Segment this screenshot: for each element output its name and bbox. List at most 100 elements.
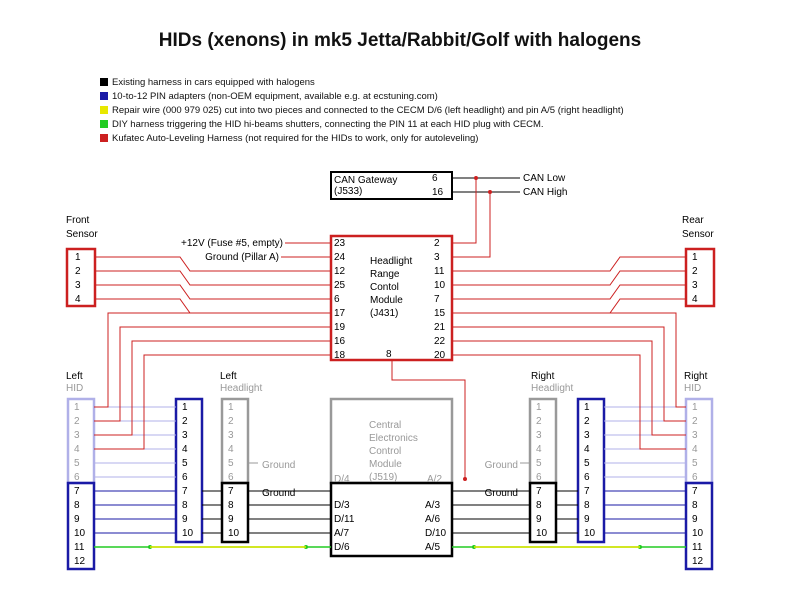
left-adapter-pin: 8 <box>182 500 188 511</box>
cecm-pin-label: D/11 <box>334 514 355 525</box>
legend-text: Existing harness in cars equipped with h… <box>112 77 315 88</box>
right-hid-pin: 1 <box>692 402 698 413</box>
leveling-wire-right <box>452 354 686 450</box>
legend-text: Repair wire (000 979 025) cut into two p… <box>112 105 624 116</box>
can-low-harness-wire <box>452 178 477 244</box>
legend-swatch <box>100 92 108 100</box>
left-headlight-pin: 10 <box>228 528 240 539</box>
front-sensor-box <box>65 247 97 308</box>
cecm-label: (J519) <box>369 472 397 483</box>
left-headlight-pin: 4 <box>228 444 234 455</box>
leveling-wire-left <box>94 340 331 436</box>
right-hid-pin: 10 <box>692 528 704 539</box>
left-hid-pin: 3 <box>74 430 80 441</box>
hrcm-to-cecm-wire <box>391 360 466 479</box>
right-headlight-pin: 6 <box>536 472 542 483</box>
leveling-wire-left <box>94 354 331 450</box>
left-adapter-pin: 1 <box>182 402 188 413</box>
ground-input-label: Ground (Pillar A) <box>205 252 279 263</box>
left-adapter-pin: 10 <box>182 528 194 539</box>
front-sensor-wire <box>95 270 331 286</box>
rear-sensor-pin: 1 <box>692 252 698 263</box>
front-sensor-wire <box>95 284 331 300</box>
left-hid-pin: 11 <box>74 542 85 553</box>
hrcm-pin-label: 20 <box>434 350 446 361</box>
left-adapter-pin: 9 <box>182 514 188 525</box>
hrcm-pin-label: 2 <box>434 238 440 249</box>
right-headlight-pin: 9 <box>536 514 542 525</box>
can-high-harness-wire <box>452 192 491 258</box>
right-adapter-pin: 4 <box>584 444 590 455</box>
left-hid-pin: 5 <box>74 458 80 469</box>
hrcm-pin-label: 7 <box>434 294 440 305</box>
hrcm-pin-label: 10 <box>434 280 446 291</box>
right-adapter-pin: 8 <box>584 500 590 511</box>
cecm-pin-label: D/4 <box>334 474 350 485</box>
hrcm-label: (J431) <box>370 308 398 319</box>
front-sensor-wire <box>95 256 331 272</box>
right-adapter-pin: 1 <box>584 402 590 413</box>
right-hid-connector-top <box>684 397 714 485</box>
rear-sensor-box <box>684 247 716 308</box>
right-hid-pin: 5 <box>692 458 698 469</box>
rear-sensor-wire <box>452 298 686 314</box>
ground-label: Ground <box>485 460 518 471</box>
right-headlight-pin: 4 <box>536 444 542 455</box>
hrcm-pin-label: 21 <box>434 322 446 333</box>
right-hid-pin: 12 <box>692 556 704 567</box>
hrcm-label: Range <box>370 269 400 280</box>
right-headlight-pin: 10 <box>536 528 548 539</box>
left-headlight-connector-bottom <box>220 481 250 544</box>
legend-item: Existing harness in cars equipped with h… <box>100 76 624 90</box>
front-sensor-label: Front <box>66 215 90 226</box>
right-headlight-connector-top <box>528 397 558 485</box>
right-headlight-pin: 1 <box>536 402 542 413</box>
legend-item: Kufatec Auto-Leveling Harness (not requi… <box>100 132 624 146</box>
left-headlight-pin: 9 <box>228 514 234 525</box>
left-hid-pin: 4 <box>74 444 80 455</box>
hrcm-pin-label: 6 <box>334 294 340 305</box>
hrcm-pin-label: 22 <box>434 336 446 347</box>
cecm-pin-label: D/3 <box>334 500 350 511</box>
cecm-pin-label: D/6 <box>334 542 350 553</box>
front-sensor-label: Sensor <box>66 229 98 240</box>
leveling-wire-right <box>452 312 686 408</box>
rear-sensor-wire <box>452 284 686 300</box>
legend-swatch <box>100 134 108 142</box>
front-sensor-wire <box>95 298 331 314</box>
gateway-label: CAN Gateway <box>334 175 397 186</box>
hrcm-pin-label: 8 <box>386 349 392 360</box>
right-headlight-connector-bottom <box>528 481 558 544</box>
right-headlight-pin: 2 <box>536 416 542 427</box>
legend-swatch <box>100 78 108 86</box>
cecm-pin-label: A/6 <box>425 514 440 525</box>
right-hid-pin: 4 <box>692 444 698 455</box>
right-adapter-pin: 5 <box>584 458 590 469</box>
rear-sensor-pin: 2 <box>692 266 698 277</box>
left-headlight-pin: 8 <box>228 500 234 511</box>
leveling-wire-left <box>94 326 331 422</box>
left-hid-label: HID <box>66 383 83 394</box>
hrcm-pin-label: 3 <box>434 252 440 263</box>
leveling-wire-right <box>452 326 686 422</box>
rear-sensor-label: Rear <box>682 215 704 226</box>
right-adapter-pin: 7 <box>584 486 590 497</box>
left-adapter-pin: 4 <box>182 444 188 455</box>
left-headlight-pin: 1 <box>228 402 234 413</box>
ground-label: Ground <box>262 460 295 471</box>
left-hid-connector-bottom <box>66 481 96 571</box>
legend-text: DIY harness triggering the HID hi-beams … <box>112 119 544 130</box>
front-sensor-pin: 2 <box>75 266 81 277</box>
junction-dot <box>488 190 492 194</box>
right-headlight-pin: 8 <box>536 500 542 511</box>
left-hid-pin: 12 <box>74 556 86 567</box>
right-adapter-pin: 9 <box>584 514 590 525</box>
rear-sensor-wire <box>452 256 686 272</box>
right-headlight-pin: 7 <box>536 486 542 497</box>
cecm-label: Electronics <box>369 433 418 444</box>
left-adapter-pin: 2 <box>182 416 188 427</box>
rear-sensor-wire <box>452 270 686 286</box>
left-hid-pin: 10 <box>74 528 86 539</box>
right-adapter-pin: 2 <box>584 416 590 427</box>
hrcm-pin-label: 19 <box>334 322 346 333</box>
